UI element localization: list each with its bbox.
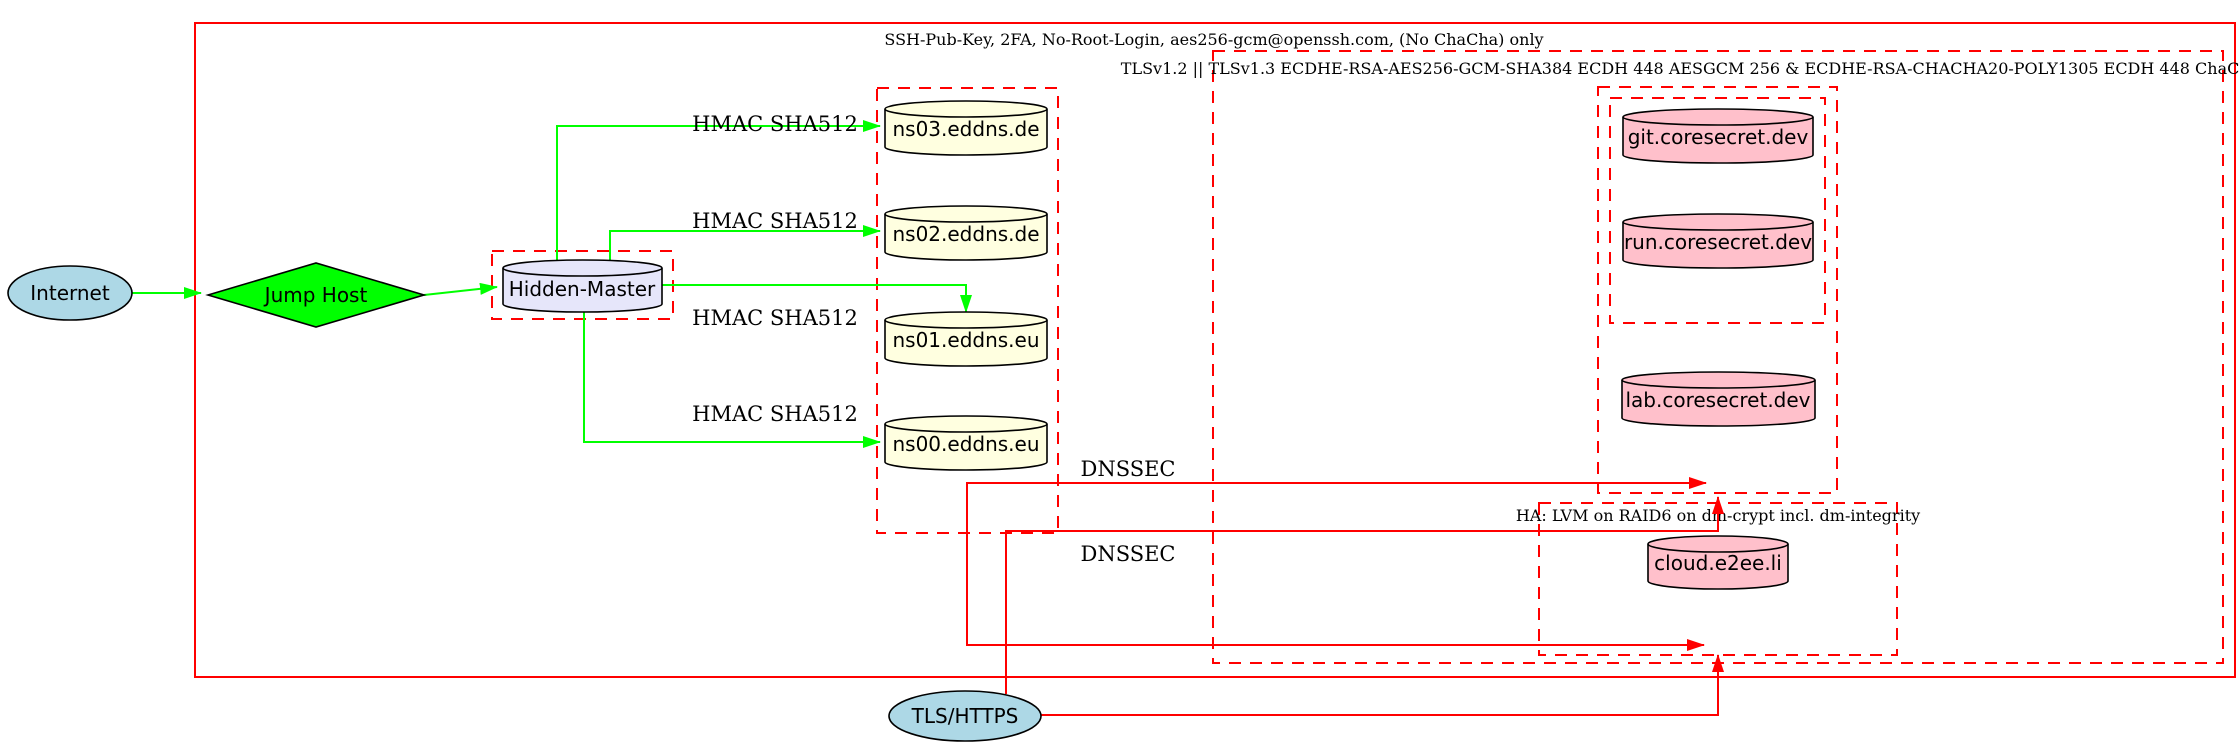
lab-cylinder-lid: [1621, 379, 1816, 389]
node-ns02: ns02.eddns.de: [884, 205, 1048, 261]
node-ns01: ns01.eddns.eu: [884, 311, 1048, 367]
edge-jumphost-hiddenmaster: [423, 282, 498, 296]
edge-dnssec-coresecret: [966, 477, 1707, 533]
ns02-cylinder-lid: [884, 213, 1048, 223]
ns02-label: ns02.eddns.de: [892, 222, 1039, 246]
cloud-cylinder: [1647, 535, 1789, 590]
ns01-cylinder: [884, 311, 1048, 367]
node-cloud: cloud.e2ee.li: [1647, 535, 1789, 590]
jump-host-diamond: [205, 262, 427, 328]
ns03-label: ns03.eddns.de: [892, 117, 1039, 141]
edge-label-hmac-ns01: HMAC SHA512: [692, 306, 858, 330]
lab-label: lab.coresecret.dev: [1625, 388, 1810, 412]
hidden-master-cylinder: [502, 259, 663, 313]
node-jump-host: Jump Host: [205, 262, 427, 328]
node-ns00: ns00.eddns.eu: [884, 415, 1048, 471]
coresecret-inner-border: [1609, 97, 1826, 324]
edge-tlshttps-ha: [1041, 654, 1724, 716]
edge-hiddenmaster-ns02: [609, 225, 881, 261]
ns03-cylinder: [884, 100, 1048, 156]
edge-label-hmac-ns00: HMAC SHA512: [692, 402, 858, 426]
cloud-cylinder-lid: [1647, 543, 1789, 553]
lab-cylinder: [1621, 371, 1816, 427]
ns01-cylinder-lid: [884, 319, 1048, 329]
edge-label-dnssec-2: DNSSEC: [1080, 542, 1175, 566]
run-label: run.coresecret.dev: [1624, 230, 1812, 254]
git-cylinder: [1622, 108, 1814, 164]
jump-host-label: Jump Host: [263, 283, 368, 307]
ns00-cylinder: [884, 415, 1048, 471]
git-label: git.coresecret.dev: [1628, 125, 1809, 149]
cloud-label: cloud.e2ee.li: [1654, 551, 1782, 575]
edge-label-hmac-ns02: HMAC SHA512: [692, 209, 858, 233]
node-run: run.coresecret.dev: [1622, 213, 1814, 269]
run-cylinder: [1622, 213, 1814, 269]
edge-dnssec-ha: [966, 533, 1705, 651]
node-tls-https: TLS/HTTPS: [888, 690, 1042, 742]
node-ns03: ns03.eddns.de: [884, 100, 1048, 156]
edge-hiddenmaster-ns00: [583, 304, 881, 448]
internet-ellipse: [7, 265, 133, 321]
ns00-cylinder-lid: [884, 423, 1048, 433]
coresecret-zone-border: [1597, 86, 1838, 494]
edge-tlshttps-coresecret: [1005, 496, 1724, 694]
ns02-cylinder: [884, 205, 1048, 261]
edge-hiddenmaster-ns03: [556, 120, 881, 261]
tls-zone-label: TLSv1.2 || TLSv1.3 ECDHE-RSA-AES256-GCM-…: [1121, 59, 2240, 78]
hidden-master-cylinder-lid: [502, 267, 663, 277]
node-internet: Internet: [7, 265, 133, 321]
node-hidden-master: Hidden-Master: [502, 259, 663, 313]
ssh-zone-border: [194, 22, 2236, 678]
run-cylinder-lid: [1622, 221, 1814, 231]
ns00-label: ns00.eddns.eu: [892, 432, 1039, 456]
edge-label-dnssec-1: DNSSEC: [1080, 457, 1175, 481]
edge-hiddenmaster-ns01: [662, 284, 972, 313]
ssh-zone-label: SSH-Pub-Key, 2FA, No-Root-Login, aes256-…: [884, 30, 1543, 49]
node-git: git.coresecret.dev: [1622, 108, 1814, 164]
hidden-master-label: Hidden-Master: [509, 277, 656, 301]
ns01-label: ns01.eddns.eu: [892, 328, 1039, 352]
tls-https-label: TLS/HTTPS: [911, 704, 1019, 728]
internet-label: Internet: [30, 281, 110, 305]
tls-https-ellipse: [888, 690, 1042, 742]
git-cylinder-lid: [1622, 116, 1814, 126]
node-lab: lab.coresecret.dev: [1621, 371, 1816, 427]
edge-label-hmac-ns03: HMAC SHA512: [692, 112, 858, 136]
ns03-cylinder-lid: [884, 108, 1048, 118]
